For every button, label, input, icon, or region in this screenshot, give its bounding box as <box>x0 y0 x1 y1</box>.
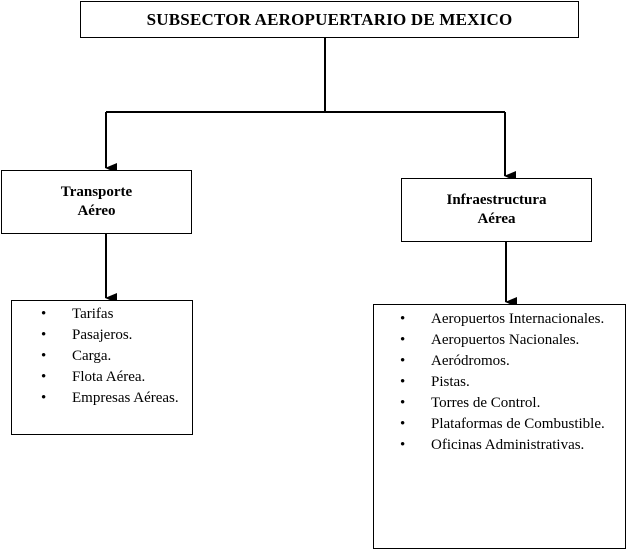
bullet-icon: • <box>41 348 47 364</box>
title-box: SUBSECTOR AEROPUERTARIO DE MEXICO <box>80 1 579 38</box>
list-item-text: Empresas Aéreas. <box>72 390 179 406</box>
list-item-text: Aeródromos. <box>431 353 510 369</box>
node-transporte-aereo: Transporte Aéreo <box>1 170 192 234</box>
bullet-icon: • <box>400 374 406 390</box>
list-item-text: Tarifas <box>72 306 114 322</box>
list-infraestructura-aerea: • Aeropuertos Internacionales. • Aeropuert… <box>373 304 626 549</box>
list-transporte-aereo: • Tarifas • Pasajeros. • Carga. • Flota Aére… <box>11 300 193 435</box>
list-item-text: Torres de Control. <box>431 395 541 411</box>
bullet-icon: • <box>400 437 406 453</box>
bullet-icon: • <box>41 390 47 406</box>
bullet-icon: • <box>41 327 47 343</box>
bullet-icon: • <box>41 306 47 322</box>
list-item: • Torres de Control. <box>374 393 625 414</box>
list-item: • Aeropuertos Internacionales. <box>374 309 625 330</box>
bullet-icon: • <box>400 332 406 348</box>
bullet-list: • Tarifas • Pasajeros. • Carga. • Flota Aére… <box>12 304 192 409</box>
bullet-icon: • <box>400 416 406 432</box>
list-item-text: Aeropuertos Nacionales. <box>431 332 580 348</box>
list-item: • Aeródromos. <box>374 351 625 372</box>
list-item: • Pasajeros. <box>12 325 192 346</box>
node-label-line2: Aéreo <box>77 203 116 219</box>
list-item-text: Oficinas Administrativas. <box>431 437 585 453</box>
node-label-line2: Aérea <box>477 211 516 227</box>
node-label-line1: Transporte <box>60 184 133 200</box>
bullet-icon: • <box>400 311 406 327</box>
list-item-text: Pistas. <box>431 374 470 390</box>
diagram-title: SUBSECTOR AEROPUERTARIO DE MEXICO <box>146 9 513 29</box>
list-item-text: Plataformas de Combustible. <box>431 416 605 432</box>
list-item: • Carga. <box>12 346 192 367</box>
list-item: • Aeropuertos Nacionales. <box>374 330 625 351</box>
node-label-line1: Infraestructura <box>446 192 547 208</box>
bullet-icon: • <box>400 353 406 369</box>
list-item: • Tarifas <box>12 304 192 325</box>
list-item: • Oficinas Administrativas. <box>374 435 625 456</box>
list-item-text: Flota Aérea. <box>72 369 146 385</box>
bullet-icon: • <box>41 369 47 385</box>
list-item: • Plataformas de Combustible. <box>374 414 625 435</box>
list-item-text: Aeropuertos Internacionales. <box>431 311 605 327</box>
bullet-icon: • <box>400 395 406 411</box>
list-item: • Flota Aérea. <box>12 367 192 388</box>
bullet-list: • Aeropuertos Internacionales. • Aeropuert… <box>374 309 625 456</box>
list-item-text: Pasajeros. <box>72 327 133 343</box>
node-infraestructura-aerea: Infraestructura Aérea <box>401 178 592 242</box>
list-item: • Empresas Aéreas. <box>12 388 192 409</box>
list-item: • Pistas. <box>374 372 625 393</box>
list-item-text: Carga. <box>72 348 112 364</box>
